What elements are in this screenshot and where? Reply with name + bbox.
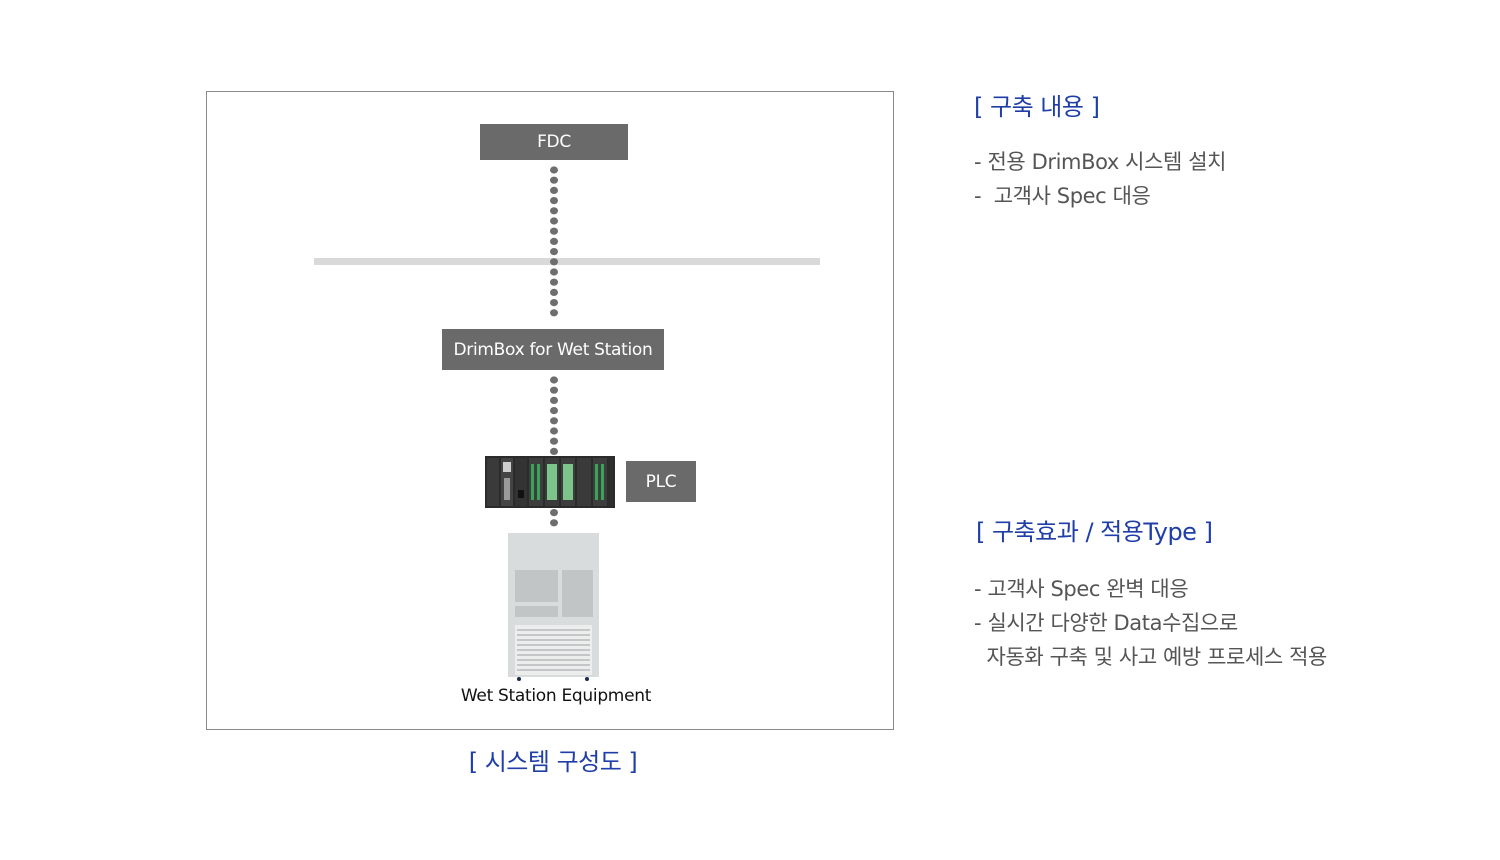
equipment-label: Wet Station Equipment bbox=[460, 686, 652, 706]
fdc-label: FDC bbox=[537, 132, 571, 152]
content-heading: [ 구축 내용 ] bbox=[974, 93, 1100, 121]
connector-dot bbox=[550, 176, 558, 184]
connector-dot bbox=[550, 166, 558, 174]
network-bus bbox=[314, 258, 820, 265]
connector-dot bbox=[550, 437, 558, 445]
connector-dot bbox=[550, 197, 558, 205]
connector-dot bbox=[550, 407, 558, 415]
drimbox-node: DrimBox for Wet Station bbox=[442, 329, 664, 370]
drimbox-label: DrimBox for Wet Station bbox=[453, 339, 653, 360]
plc-label: PLC bbox=[645, 471, 677, 492]
connector-dot bbox=[550, 309, 558, 317]
connector-dot bbox=[550, 237, 558, 245]
connector-dot bbox=[550, 447, 558, 455]
connector-dot bbox=[550, 396, 558, 404]
connector-dot bbox=[550, 376, 558, 384]
connector-dot bbox=[550, 268, 558, 276]
connector-dot bbox=[550, 207, 558, 215]
content-item: - 고객사 Spec 대응 bbox=[974, 184, 1151, 208]
connector-dot bbox=[550, 248, 558, 256]
connector-dot bbox=[550, 299, 558, 307]
connector-dot bbox=[550, 186, 558, 194]
effects-item: 자동화 구축 및 사고 예방 프로세스 적용 bbox=[974, 645, 1328, 669]
fdc-node: FDC bbox=[480, 124, 628, 160]
connector-dot bbox=[550, 258, 558, 266]
effects-item: - 실시간 다양한 Data수집으로 bbox=[974, 611, 1238, 635]
effects-item: - 고객사 Spec 완벽 대응 bbox=[974, 577, 1189, 601]
connector-dot bbox=[550, 427, 558, 435]
content-item: - 전용 DrimBox 시스템 설치 bbox=[974, 150, 1227, 174]
connector-dot bbox=[550, 508, 558, 517]
connector-dot bbox=[550, 288, 558, 296]
connector-dot bbox=[550, 278, 558, 286]
connector-dot bbox=[550, 217, 558, 225]
diagram-caption: [ 시스템 구성도 ] bbox=[468, 748, 638, 776]
wet-station-equipment-icon bbox=[508, 533, 599, 681]
plc-hardware-icon bbox=[485, 456, 615, 508]
connector-dot bbox=[550, 417, 558, 425]
connector-dot bbox=[550, 227, 558, 235]
connector-dot bbox=[550, 386, 558, 394]
connector-dot bbox=[550, 519, 558, 527]
effects-heading: [ 구축효과 / 적용Type ] bbox=[976, 518, 1213, 546]
plc-node: PLC bbox=[626, 461, 696, 502]
